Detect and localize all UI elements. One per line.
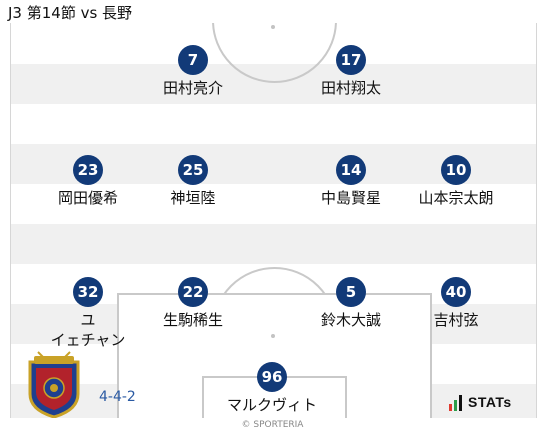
pitch — [10, 23, 537, 418]
player-10[interactable]: 10 山本宗太朗 — [401, 155, 511, 208]
player-name: 中島賢星 — [320, 189, 381, 207]
player-14[interactable]: 14 中島賢星 — [296, 155, 406, 208]
player-number: 32 — [73, 277, 103, 307]
player-96[interactable]: 96 マルクヴィト — [217, 362, 327, 415]
stats-bars-icon — [449, 395, 462, 411]
player-number: 25 — [178, 155, 208, 185]
player-name: 神垣陸 — [170, 189, 216, 207]
player-7[interactable]: 7 田村亮介 — [138, 45, 248, 98]
player-23[interactable]: 23 岡田優希 — [33, 155, 143, 208]
penalty-spot — [271, 334, 275, 338]
player-name: 生駒稀生 — [162, 311, 223, 329]
stats-label: STATs — [468, 394, 512, 410]
pitch-stripe — [11, 224, 536, 264]
player-name: マルクヴィト — [226, 396, 317, 414]
player-name: ユ イェチャン — [50, 311, 126, 349]
player-32[interactable]: 32 ユ イェチャン — [33, 277, 143, 350]
player-name: 田村亮介 — [162, 79, 223, 97]
player-number: 5 — [336, 277, 366, 307]
player-17[interactable]: 17 田村翔太 — [296, 45, 406, 98]
player-name: 山本宗太朗 — [418, 189, 494, 207]
copyright-notice: © SPORTERIA — [241, 420, 304, 430]
player-number: 96 — [257, 362, 287, 392]
match-title: J3 第14節 vs 長野 — [8, 4, 133, 22]
club-crest-icon — [28, 351, 80, 418]
player-name: 岡田優希 — [57, 189, 118, 207]
player-number: 10 — [441, 155, 471, 185]
player-5[interactable]: 5 鈴木大誠 — [296, 277, 406, 330]
player-name: 鈴木大誠 — [320, 311, 381, 329]
player-22[interactable]: 22 生駒稀生 — [138, 277, 248, 330]
player-40[interactable]: 40 吉村弦 — [401, 277, 511, 330]
player-name: 田村翔太 — [320, 79, 381, 97]
player-number: 14 — [336, 155, 366, 185]
player-number: 23 — [73, 155, 103, 185]
center-spot — [271, 25, 275, 29]
player-number: 17 — [336, 45, 366, 75]
player-number: 40 — [441, 277, 471, 307]
player-number: 22 — [178, 277, 208, 307]
formation-label: 4-4-2 — [99, 389, 136, 405]
player-number: 7 — [178, 45, 208, 75]
player-name: 吉村弦 — [433, 311, 479, 329]
player-25[interactable]: 25 神垣陸 — [138, 155, 248, 208]
